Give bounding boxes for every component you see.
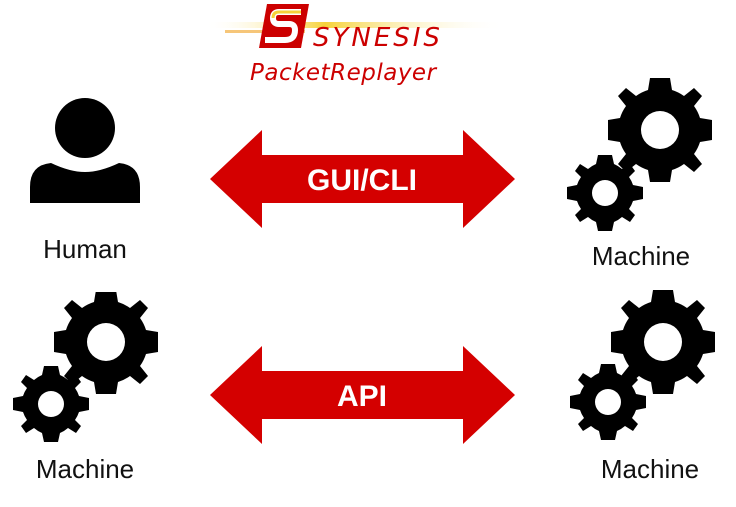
person-icon (25, 95, 145, 207)
synesis-logo: SYNESIS PacketReplayer (205, 0, 515, 88)
gears-icon (560, 78, 720, 238)
gears-icon (565, 290, 725, 450)
logo-brand: SYNESIS (313, 23, 443, 53)
logo-s-badge (259, 4, 309, 48)
gears-icon (8, 290, 168, 452)
caption-machine-top-right: Machine (591, 241, 691, 271)
api-label: API (337, 380, 387, 413)
api-arrow: API (210, 346, 515, 444)
caption-machine-bottom-right: Machine (600, 454, 700, 484)
gui-cli-label: GUI/CLI (307, 164, 417, 197)
caption-human: Human (43, 234, 127, 264)
gui-cli-arrow: GUI/CLI (210, 130, 515, 228)
caption-machine-bottom-left: Machine (35, 454, 135, 484)
logo-product: PacketReplayer (250, 60, 438, 86)
